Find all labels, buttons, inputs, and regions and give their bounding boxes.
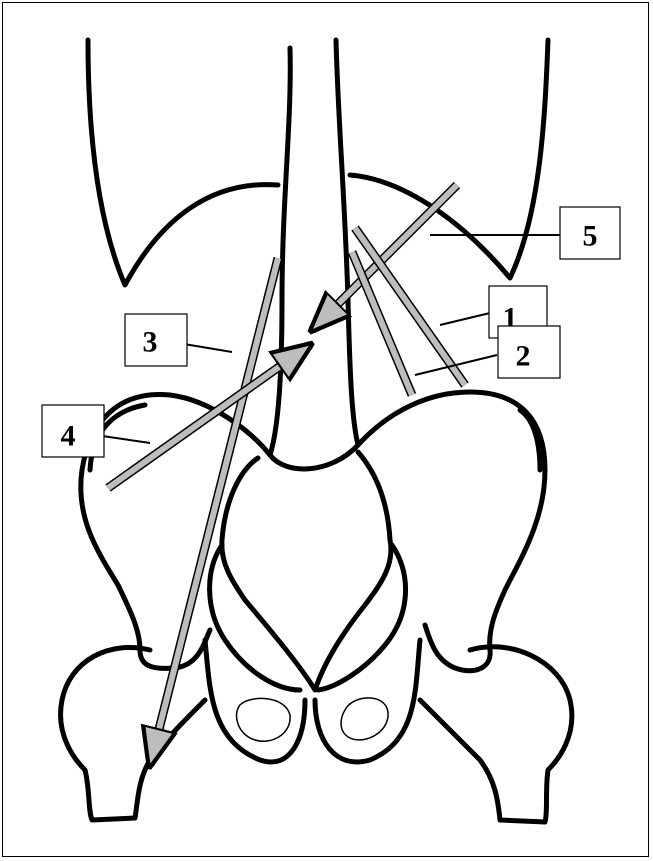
left-abdominal-wall	[88, 40, 278, 285]
left-femur	[61, 647, 205, 820]
right-abdominal-wall	[350, 40, 548, 278]
trajectory-arrows	[108, 185, 465, 765]
left-obturator-foramen	[236, 698, 290, 741]
sacrum	[222, 452, 391, 690]
leader-line-1	[440, 313, 490, 325]
right-femur	[420, 647, 572, 822]
right-obturator-foramen	[341, 698, 388, 740]
sacral-wing-right	[318, 545, 406, 690]
right-ilium	[358, 392, 545, 671]
left-psoas-outline	[270, 48, 290, 455]
lumbar-body	[270, 445, 358, 469]
label-2-text: 2	[516, 340, 531, 373]
label-4-text: 4	[61, 420, 76, 453]
right-psoas-outline	[336, 40, 358, 445]
sacral-wing-left	[210, 545, 300, 690]
right-iliac-crest-inner	[520, 410, 540, 470]
label-4: 4	[42, 405, 104, 457]
label-3: 3	[125, 314, 187, 366]
label-5-text: 5	[583, 220, 598, 253]
label-2: 2	[498, 326, 560, 378]
label-3-text: 3	[143, 326, 158, 359]
label-5: 5	[560, 207, 620, 259]
